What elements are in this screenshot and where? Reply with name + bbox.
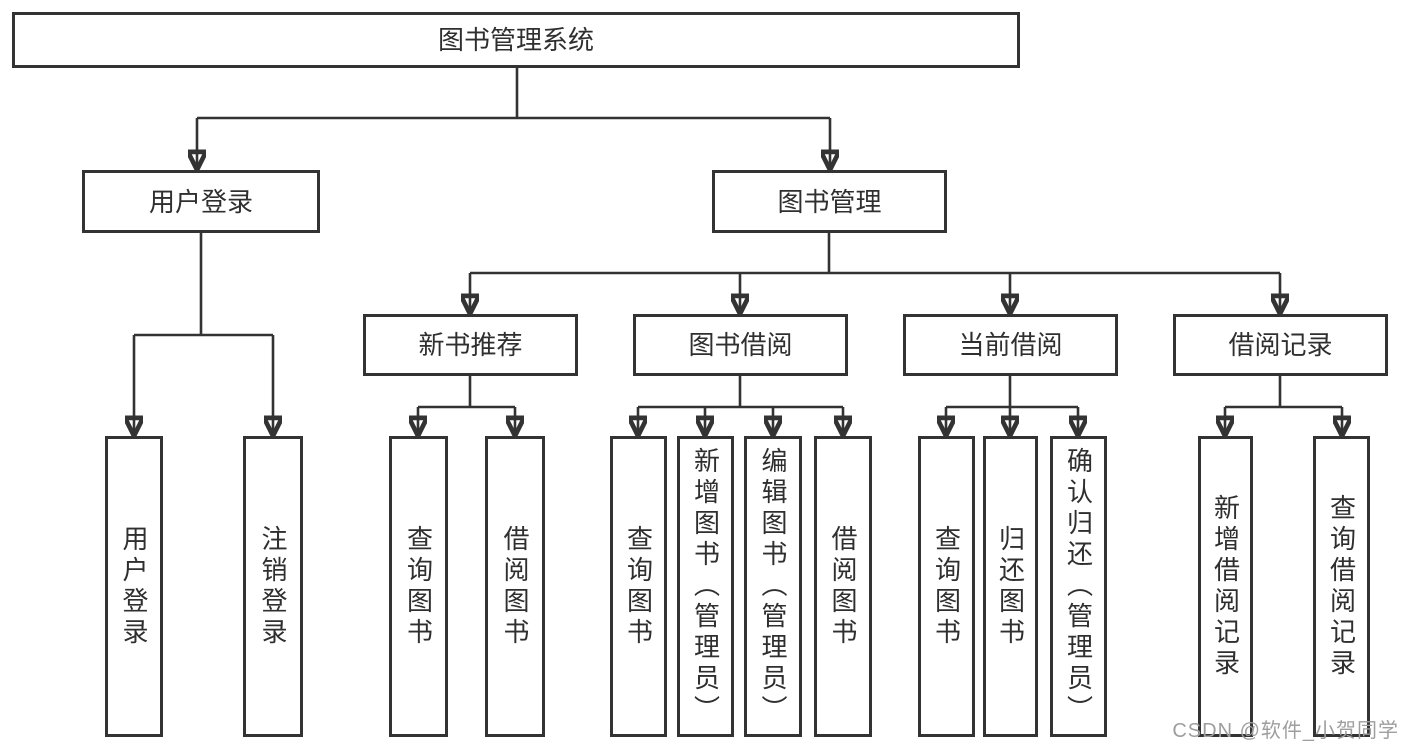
leaf-borrowing-query-books: 查询图书 — [610, 436, 667, 737]
node-label: 新书推荐 — [418, 330, 523, 360]
node-label: 归还图书 — [995, 524, 1026, 649]
node-label: 注销登录 — [258, 524, 288, 649]
node-label: 当前借阅 — [958, 330, 1063, 360]
node-label: 图书管理系统 — [437, 25, 594, 55]
leaf-edit-books-admin: 编辑图书（管理员） — [744, 436, 802, 737]
node-label: 确认归还（管理员） — [1063, 447, 1094, 726]
node-label: 查询图书 — [623, 524, 654, 649]
node-label: 查询借阅记录 — [1326, 493, 1357, 680]
node-current-borrowing: 当前借阅 — [903, 314, 1118, 376]
leaf-borrow-books: 借阅图书 — [814, 436, 872, 737]
node-label: 借阅图书 — [500, 524, 530, 649]
node-label: 借阅图书 — [828, 524, 858, 649]
leaf-current-query-books: 查询图书 — [918, 436, 975, 737]
node-label: 新增图书（管理员） — [690, 447, 721, 726]
leaf-recommend-borrow-books: 借阅图书 — [485, 436, 545, 737]
node-label: 用户登录 — [148, 186, 253, 217]
node-label: 新增借阅记录 — [1210, 493, 1241, 680]
node-borrowing-records: 借阅记录 — [1173, 314, 1388, 376]
node-library-management-system: 图书管理系统 — [12, 12, 1020, 68]
csdn-watermark: CSDN @软件_小贺同学 — [1172, 720, 1399, 742]
node-label: 图书管理 — [777, 186, 882, 217]
node-label: 查询图书 — [403, 524, 434, 649]
node-user-login: 用户登录 — [82, 170, 320, 233]
leaf-add-borrow-record: 新增借阅记录 — [1198, 436, 1253, 737]
leaf-recommend-query-books: 查询图书 — [389, 436, 448, 737]
node-book-borrowing: 图书借阅 — [633, 314, 848, 376]
leaf-return-books: 归还图书 — [983, 436, 1038, 737]
node-label: 图书借阅 — [688, 330, 793, 360]
node-label: 编辑图书（管理员） — [758, 447, 788, 726]
leaf-add-books-admin: 新增图书（管理员） — [677, 436, 734, 737]
leaf-logout-login: 注销登录 — [243, 436, 303, 737]
node-new-book-recommend: 新书推荐 — [363, 314, 578, 376]
leaf-user-login: 用户登录 — [105, 436, 163, 737]
node-book-management: 图书管理 — [712, 170, 947, 233]
node-label: 用户登录 — [119, 524, 149, 649]
leaf-query-borrow-record: 查询借阅记录 — [1313, 436, 1370, 737]
leaf-confirm-return-admin: 确认归还（管理员） — [1050, 436, 1107, 737]
node-label: 查询图书 — [931, 524, 962, 649]
node-label: 借阅记录 — [1228, 330, 1333, 360]
